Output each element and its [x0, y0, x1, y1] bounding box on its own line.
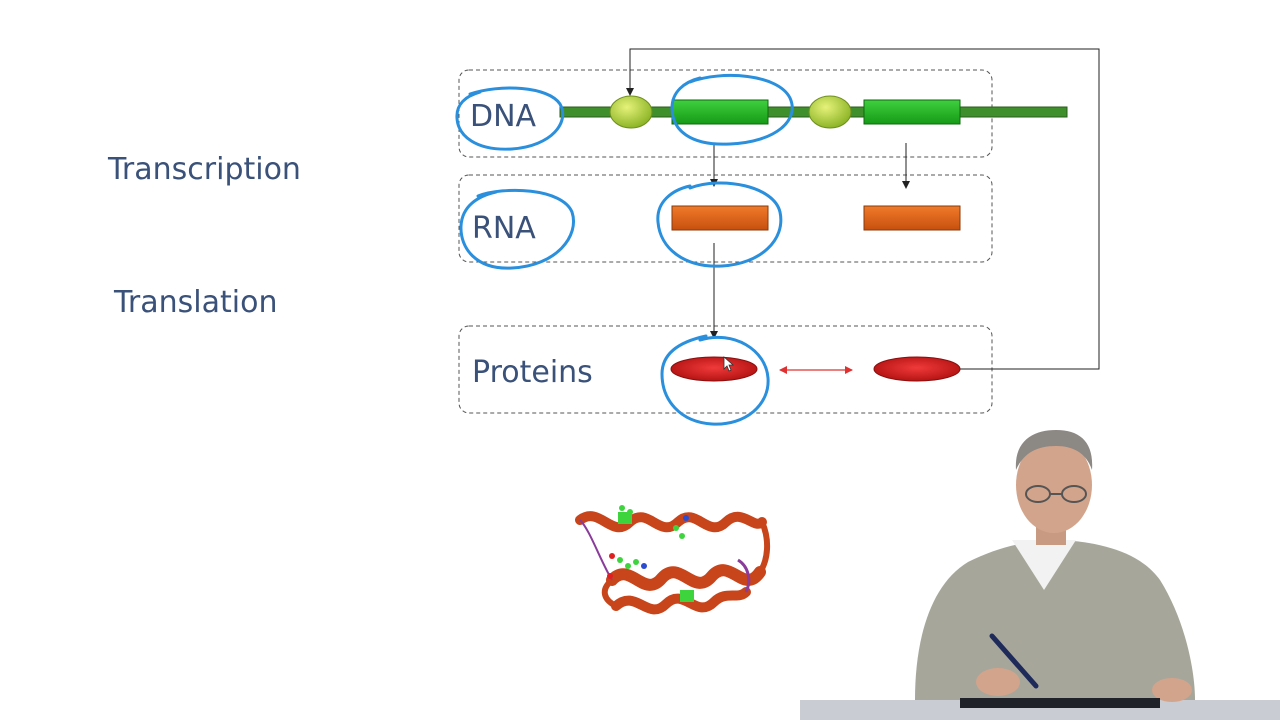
rna-row-label: RNA	[472, 211, 536, 246]
presenter-video	[800, 430, 1280, 720]
protein-1	[670, 356, 758, 382]
annotation-circle-protein	[660, 334, 770, 426]
rna-2	[863, 205, 961, 231]
annotation-circle-rna	[656, 181, 783, 268]
annotation-circle-rna-label	[459, 188, 575, 270]
dna-row-label: DNA	[470, 99, 537, 134]
protein-structure-image	[575, 505, 770, 615]
feedback-regulation-arrow	[626, 48, 1100, 370]
rna-row-box	[458, 174, 993, 263]
promoter-2	[808, 95, 852, 129]
translation-label: Translation	[114, 285, 278, 320]
protein-2	[873, 356, 961, 382]
mouse-cursor-icon	[723, 356, 735, 372]
rna-1	[671, 205, 769, 231]
transcription-label: Transcription	[108, 152, 301, 187]
annotation-circle-gene	[670, 73, 794, 146]
gene-1	[671, 99, 769, 125]
proteins-row-label: Proteins	[472, 355, 593, 390]
annotation-circle-dna	[455, 86, 565, 151]
gene-2	[863, 99, 961, 125]
promoter-1	[609, 95, 653, 129]
